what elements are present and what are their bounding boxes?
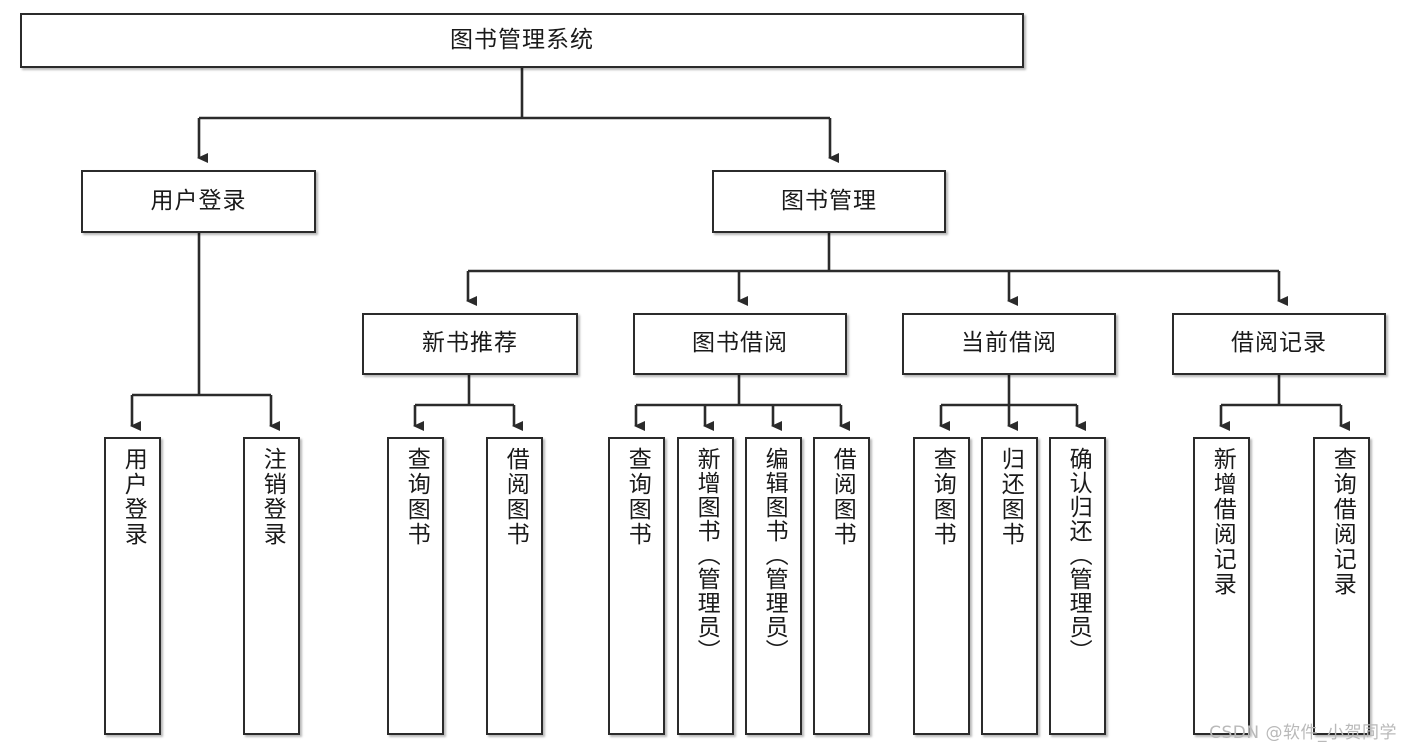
leaf-add-borrow-record[interactable]: 新增借阅记录 [1193, 437, 1250, 735]
node-user-login-label: 用户登录 [150, 187, 247, 214]
node-user-login[interactable]: 用户登录 [81, 170, 316, 233]
node-root[interactable]: 图书管理系统 [20, 13, 1024, 68]
leaf-new-book-query[interactable]: 查询图书 [387, 437, 444, 735]
watermark-text: CSDN @软件_小贺同学 [1209, 723, 1397, 743]
leaf-return-book-label: 归还图书 [997, 447, 1024, 547]
leaf-query-borrow-record[interactable]: 查询借阅记录 [1313, 437, 1370, 735]
node-root-label: 图书管理系统 [450, 26, 594, 53]
leaf-borrow-book[interactable]: 借阅图书 [813, 437, 870, 735]
node-book-borrow[interactable]: 图书借阅 [633, 313, 847, 375]
leaf-confirm-return-admin-label: 确认归还（管理员） [1065, 447, 1092, 663]
node-current-borrow-label: 当前借阅 [961, 330, 1057, 357]
node-book-management-label: 图书管理 [781, 187, 877, 214]
leaf-borrow-query-book-label: 查询图书 [624, 447, 651, 547]
node-new-book-recommend[interactable]: 新书推荐 [362, 313, 578, 375]
leaf-logout-label: 注销登录 [259, 447, 286, 547]
leaf-borrow-book-label: 借阅图书 [829, 447, 856, 547]
node-borrow-records[interactable]: 借阅记录 [1172, 313, 1386, 375]
leaf-logout[interactable]: 注销登录 [243, 437, 300, 735]
leaf-return-book[interactable]: 归还图书 [981, 437, 1038, 735]
node-new-book-recommend-label: 新书推荐 [422, 330, 518, 357]
leaf-add-borrow-record-label: 新增借阅记录 [1209, 447, 1236, 597]
node-book-borrow-label: 图书借阅 [692, 330, 788, 357]
node-book-management[interactable]: 图书管理 [712, 170, 946, 233]
leaf-confirm-return-admin[interactable]: 确认归还（管理员） [1049, 437, 1106, 735]
leaf-current-query-book-label: 查询图书 [929, 447, 956, 547]
leaf-current-query-book[interactable]: 查询图书 [913, 437, 970, 735]
leaf-edit-book-admin-label: 编辑图书（管理员） [761, 447, 788, 663]
leaf-new-book-borrow-label: 借阅图书 [502, 447, 529, 547]
leaf-user-login[interactable]: 用户登录 [104, 437, 161, 735]
leaf-new-book-borrow[interactable]: 借阅图书 [486, 437, 543, 735]
leaf-borrow-query-book[interactable]: 查询图书 [608, 437, 665, 735]
node-borrow-records-label: 借阅记录 [1231, 330, 1327, 357]
leaf-add-book-admin-label: 新增图书（管理员） [693, 447, 720, 663]
node-current-borrow[interactable]: 当前借阅 [902, 313, 1116, 375]
leaf-add-book-admin[interactable]: 新增图书（管理员） [677, 437, 734, 735]
leaf-new-book-query-label: 查询图书 [403, 447, 430, 547]
leaf-edit-book-admin[interactable]: 编辑图书（管理员） [745, 437, 802, 735]
leaf-user-login-label: 用户登录 [120, 447, 147, 547]
leaf-query-borrow-record-label: 查询借阅记录 [1329, 447, 1356, 597]
